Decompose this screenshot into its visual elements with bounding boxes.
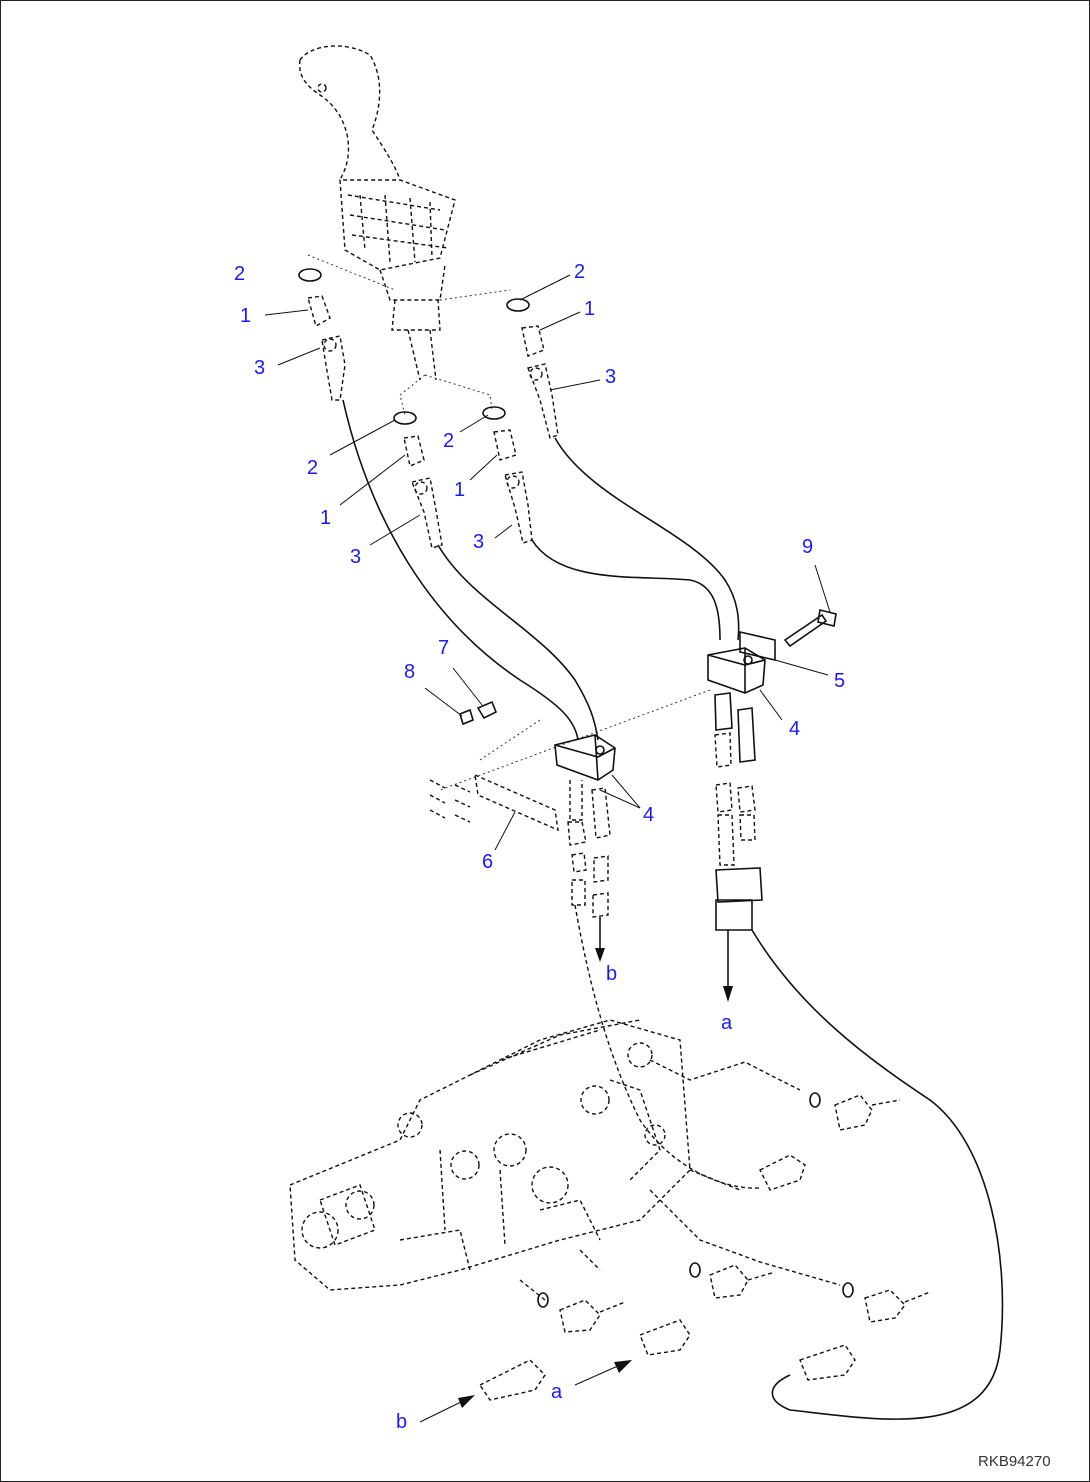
callout-2-middle-right: 2 [443, 430, 454, 452]
hose-clamp-lower [554, 734, 616, 781]
callout-3-middle-right: 3 [473, 531, 484, 553]
lower-block-outlets [567, 780, 761, 1189]
callout-1-upper-left: 1 [240, 305, 251, 327]
callout-9: 9 [802, 536, 813, 558]
callout-1-middle-left: 1 [320, 507, 331, 529]
flow-label-a-bottom: a [551, 1381, 563, 1403]
callout-1-middle-right: 1 [454, 479, 465, 501]
callout-2-middle-left: 2 [307, 457, 318, 479]
callout-2-upper-right: 2 [574, 261, 585, 283]
leader-lines [264, 274, 831, 851]
bolt-and-nut [459, 700, 498, 726]
callout-4-upper: 4 [789, 718, 800, 740]
control-valve [289, 1019, 841, 1301]
callout-8: 8 [404, 661, 415, 683]
fitting-group-upper-left [298, 268, 346, 401]
bracket [429, 773, 559, 832]
callout-labels: 2 1 3 2 1 3 2 1 3 2 1 3 9 5 4 4 7 8 6 [234, 261, 845, 873]
bolt-9 [783, 609, 837, 648]
callout-4-lower: 4 [643, 804, 654, 826]
callout-3-middle-left: 3 [350, 546, 361, 568]
hoses [342, 399, 740, 741]
fitting-group-middle-right [482, 406, 533, 544]
flow-label-b-top: b [606, 963, 617, 985]
joystick-lever [298, 45, 456, 381]
figure-id: RKB94270 [978, 1453, 1051, 1470]
callout-2-upper-left: 2 [234, 263, 245, 285]
callout-3-upper-right: 3 [605, 366, 616, 388]
inlet-arrows [419, 1360, 632, 1423]
flow-labels: b a a b [396, 963, 733, 1433]
port-fittings [478, 1092, 931, 1401]
flow-label-b-bottom: b [396, 1411, 407, 1433]
phantom-lines [307, 254, 711, 791]
fitting-group-upper-right [506, 298, 559, 439]
callout-1-upper-right: 1 [584, 298, 595, 320]
callout-7: 7 [438, 637, 449, 659]
hose-clamp-upper [707, 630, 776, 694]
callout-3-upper-left: 3 [254, 357, 265, 379]
callout-5: 5 [834, 670, 845, 692]
fitting-group-middle-left [393, 411, 443, 549]
callout-6: 6 [482, 851, 493, 873]
upper-block-outlets [714, 692, 1004, 1420]
flow-label-a-top: a [721, 1012, 733, 1034]
